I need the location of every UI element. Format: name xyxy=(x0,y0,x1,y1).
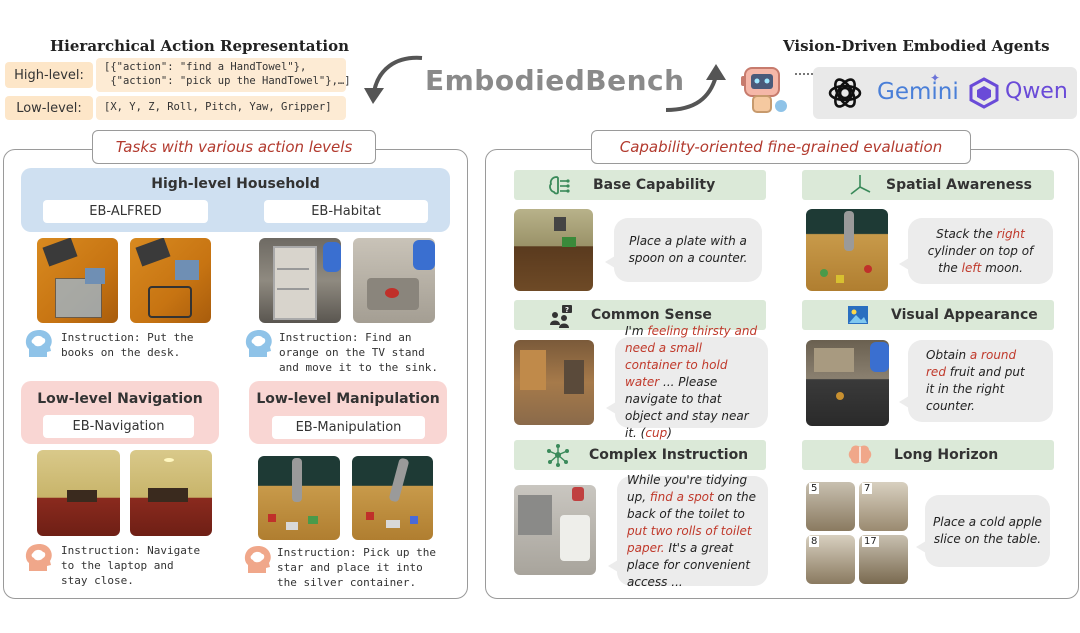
brain-head-icon xyxy=(244,545,271,573)
habitat-scene-1 xyxy=(259,238,341,323)
visual-appearance-title: Visual Appearance xyxy=(891,307,1038,323)
habitat-instruction: Instruction: Find an orange on the TV st… xyxy=(279,331,438,374)
common-sense-scene xyxy=(514,340,594,425)
network-icon xyxy=(547,444,569,467)
openai-icon xyxy=(828,78,862,108)
base-capability-title: Base Capability xyxy=(593,177,716,193)
svg-text:?: ? xyxy=(565,306,569,314)
right-curved-arrow-icon xyxy=(665,64,726,112)
alfred-scene-1 xyxy=(37,238,118,323)
common-sense-text: I'm feeling thirsty and need a small con… xyxy=(625,324,758,440)
long-horizon-frame-2: 7 xyxy=(859,482,908,531)
base-capability-bar: Base Capability xyxy=(514,170,766,200)
base-capability-text: Place a plate with a spoon on a counter. xyxy=(628,234,748,265)
qwen-icon xyxy=(969,77,999,109)
spatial-awareness-bar: Spatial Awareness xyxy=(802,170,1054,200)
low-level-manipulation-title: Low-level Manipulation xyxy=(256,391,440,407)
gemini-sparkle-icon: ✦ xyxy=(930,71,941,85)
brain-head-icon xyxy=(25,543,52,571)
complex-instruction-bubble: While you're tidying up, find a spot on … xyxy=(608,473,768,589)
high-level-code-line-1: [{"action": "find a HandTowel"}, xyxy=(104,61,307,73)
visual-appearance-scene xyxy=(806,340,889,426)
brain-head-icon xyxy=(245,329,272,357)
navigation-scene-1 xyxy=(37,450,120,536)
brain-icon xyxy=(848,445,872,464)
long-horizon-frame-3: 8 xyxy=(806,535,855,584)
alfred-instruction: Instruction: Put the books on the desk. xyxy=(61,331,194,359)
complex-instruction-bar: Complex Instruction xyxy=(514,440,766,470)
robot-icon xyxy=(741,67,787,113)
eb-habitat-label: EB-Habitat xyxy=(264,200,428,223)
model-logos-box: Gemini ✦ Qwen xyxy=(813,67,1077,119)
spatial-awareness-text: Stack the right cylinder on top of the l… xyxy=(927,226,1034,275)
long-horizon-frame-1: 5 xyxy=(806,482,855,531)
common-sense-title: Common Sense xyxy=(591,307,712,323)
base-capability-bubble: Place a plate with a spoon on a counter. xyxy=(605,218,762,282)
manipulation-instruction: Instruction: Pick up the star and place … xyxy=(277,546,436,589)
connector-dots xyxy=(795,73,813,75)
spatial-awareness-bubble: Stack the right cylinder on top of the l… xyxy=(899,218,1053,284)
qwen-logo: Qwen xyxy=(1005,79,1068,104)
complex-instruction-scene xyxy=(514,485,596,575)
manipulation-scene-1 xyxy=(258,456,340,540)
navigation-scene-2 xyxy=(130,450,212,536)
brain-circuit-icon xyxy=(549,176,570,195)
eb-manipulation-label: EB-Manipulation xyxy=(272,416,425,439)
low-level-code-box: [X, Y, Z, Roll, Pitch, Yaw, Gripper] xyxy=(96,96,346,120)
axes-icon xyxy=(850,175,871,195)
manipulation-scene-2 xyxy=(352,456,433,540)
visual-appearance-bar: Visual Appearance xyxy=(802,300,1054,330)
right-panel-title: Capability-oriented fine-grained evaluat… xyxy=(591,130,971,164)
base-capability-scene xyxy=(514,209,593,291)
habitat-scene-2 xyxy=(353,238,435,323)
visual-appearance-bubble: Obtain a round red fruit and put it in t… xyxy=(899,340,1053,422)
common-sense-bubble: I'm feeling thirsty and need a small con… xyxy=(606,324,768,440)
left-header-title: Hierarchical Action Representation xyxy=(50,37,350,55)
complex-instruction-title: Complex Instruction xyxy=(589,447,749,463)
image-icon xyxy=(848,306,868,324)
right-header-title: Vision-Driven Embodied Agents xyxy=(783,37,1050,55)
high-level-label: High-level: xyxy=(5,62,93,88)
navigation-instruction: Instruction: Navigate to the laptop and … xyxy=(61,544,201,587)
high-level-code-box: [{"action": "find a HandTowel"}, {"actio… xyxy=(96,58,351,92)
low-level-code: [X, Y, Z, Roll, Pitch, Yaw, Gripper] xyxy=(104,101,332,113)
long-horizon-bar: Long Horizon xyxy=(802,440,1054,470)
long-horizon-bubble: Place a cold apple slice on the table. xyxy=(916,495,1050,567)
long-horizon-text: Place a cold apple slice on the table. xyxy=(933,515,1042,546)
brain-head-icon xyxy=(25,329,52,357)
low-level-navigation-title: Low-level Navigation xyxy=(37,391,203,407)
alfred-scene-2 xyxy=(130,238,211,323)
left-curved-arrow-icon xyxy=(364,55,423,104)
low-level-label: Low-level: xyxy=(5,96,93,120)
gemini-logo: Gemini xyxy=(877,79,959,105)
visual-appearance-text: Obtain a round red fruit and put it in t… xyxy=(926,348,1025,413)
spatial-awareness-title: Spatial Awareness xyxy=(886,177,1032,193)
people-question-icon: ? xyxy=(550,305,572,328)
high-level-code-line-2: {"action": "pick up the HandTowel"},…] xyxy=(104,75,351,87)
eb-alfred-label: EB-ALFRED xyxy=(43,200,208,223)
long-horizon-frame-4: 17 xyxy=(859,535,908,584)
long-horizon-title: Long Horizon xyxy=(894,447,999,463)
left-panel-title: Tasks with various action levels xyxy=(92,130,376,164)
high-level-household-title: High-level Household xyxy=(151,176,320,192)
spatial-awareness-scene xyxy=(806,209,888,291)
embodiedbench-logo: EmbodiedBench xyxy=(425,64,685,97)
eb-navigation-label: EB-Navigation xyxy=(43,415,194,438)
complex-instruction-text: While you're tidying up, find a spot on … xyxy=(627,472,757,589)
common-sense-bar: ? Common Sense xyxy=(514,300,766,330)
